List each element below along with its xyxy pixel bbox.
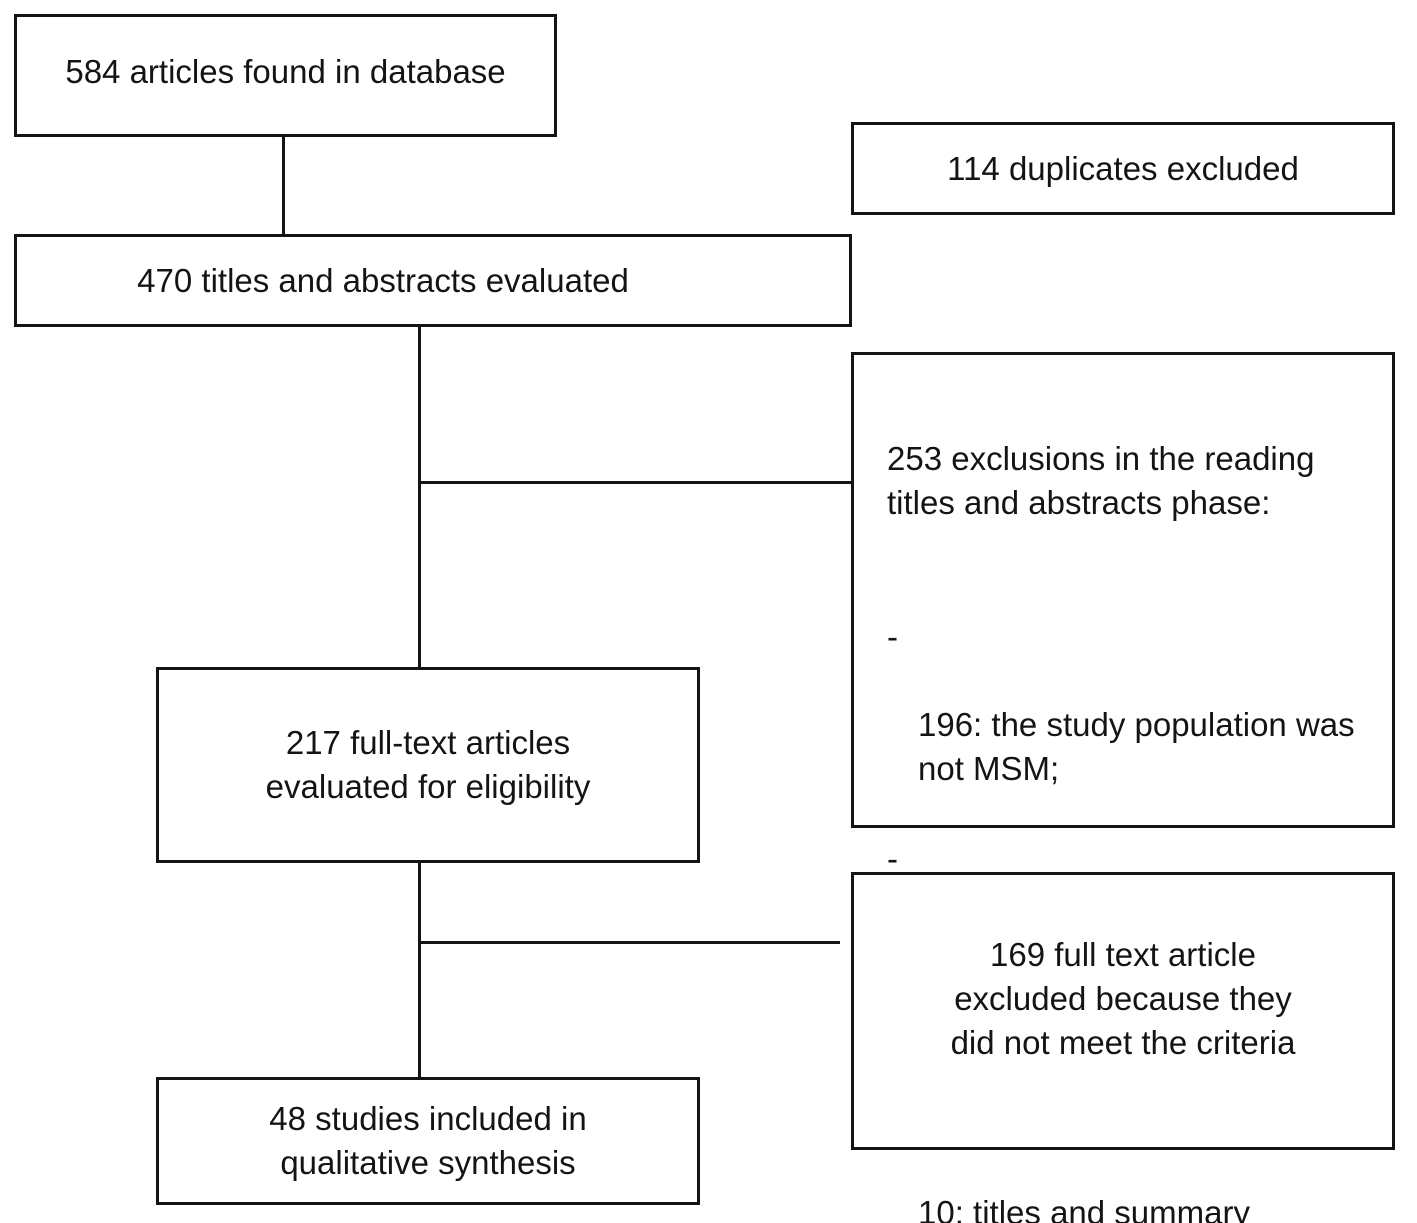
box-titles-abstracts-evaluated-label: 470 titles and abstracts evaluated bbox=[137, 261, 629, 299]
box-duplicates-excluded: 114 duplicates excluded bbox=[851, 122, 1395, 215]
box-studies-included-label: 48 studies included in qualitative synth… bbox=[269, 1100, 587, 1181]
box-reading-phase-exclusions: 253 exclusions in the reading titles and… bbox=[851, 352, 1395, 1223]
box-fulltext-evaluated-label: 217 full-text articles evaluated for eli… bbox=[265, 724, 591, 805]
box-fulltext-excluded: 169 full text article excluded because t… bbox=[851, 872, 1395, 1150]
box-fulltext-evaluated: 217 full-text articles evaluated for eli… bbox=[156, 667, 700, 863]
connector-evaluated-to-fulltext bbox=[418, 327, 421, 667]
connector-branch-to-fulltext-excluded bbox=[419, 941, 840, 944]
box-articles-found-label: 584 articles found in database bbox=[65, 52, 506, 90]
box-studies-included: 48 studies included in qualitative synth… bbox=[156, 1077, 700, 1205]
box-articles-found: 584 articles found in database bbox=[14, 14, 557, 137]
list-dash: - bbox=[887, 840, 898, 877]
exclusion-item-information-label: 10: titles and summary without enough in… bbox=[918, 1194, 1250, 1223]
exclusion-item-information: - 10: titles and summary without enough … bbox=[887, 1103, 1376, 1223]
exclusion-item-population: - 196: the study population was not MSM; bbox=[887, 615, 1376, 791]
connector-branch-to-exclusions bbox=[419, 481, 851, 484]
connector-fulltext-to-included bbox=[418, 862, 421, 1077]
box-fulltext-excluded-label: 169 full text article excluded because t… bbox=[950, 936, 1296, 1061]
exclusion-item-population-label: 196: the study population was not MSM; bbox=[918, 706, 1355, 787]
exclusions-intro: 253 exclusions in the reading titles and… bbox=[887, 440, 1315, 521]
box-duplicates-excluded-label: 114 duplicates excluded bbox=[947, 149, 1299, 187]
connector-found-to-evaluated bbox=[282, 137, 285, 234]
list-dash: - bbox=[887, 618, 898, 655]
box-titles-abstracts-evaluated: 470 titles and abstracts evaluated bbox=[14, 234, 852, 327]
